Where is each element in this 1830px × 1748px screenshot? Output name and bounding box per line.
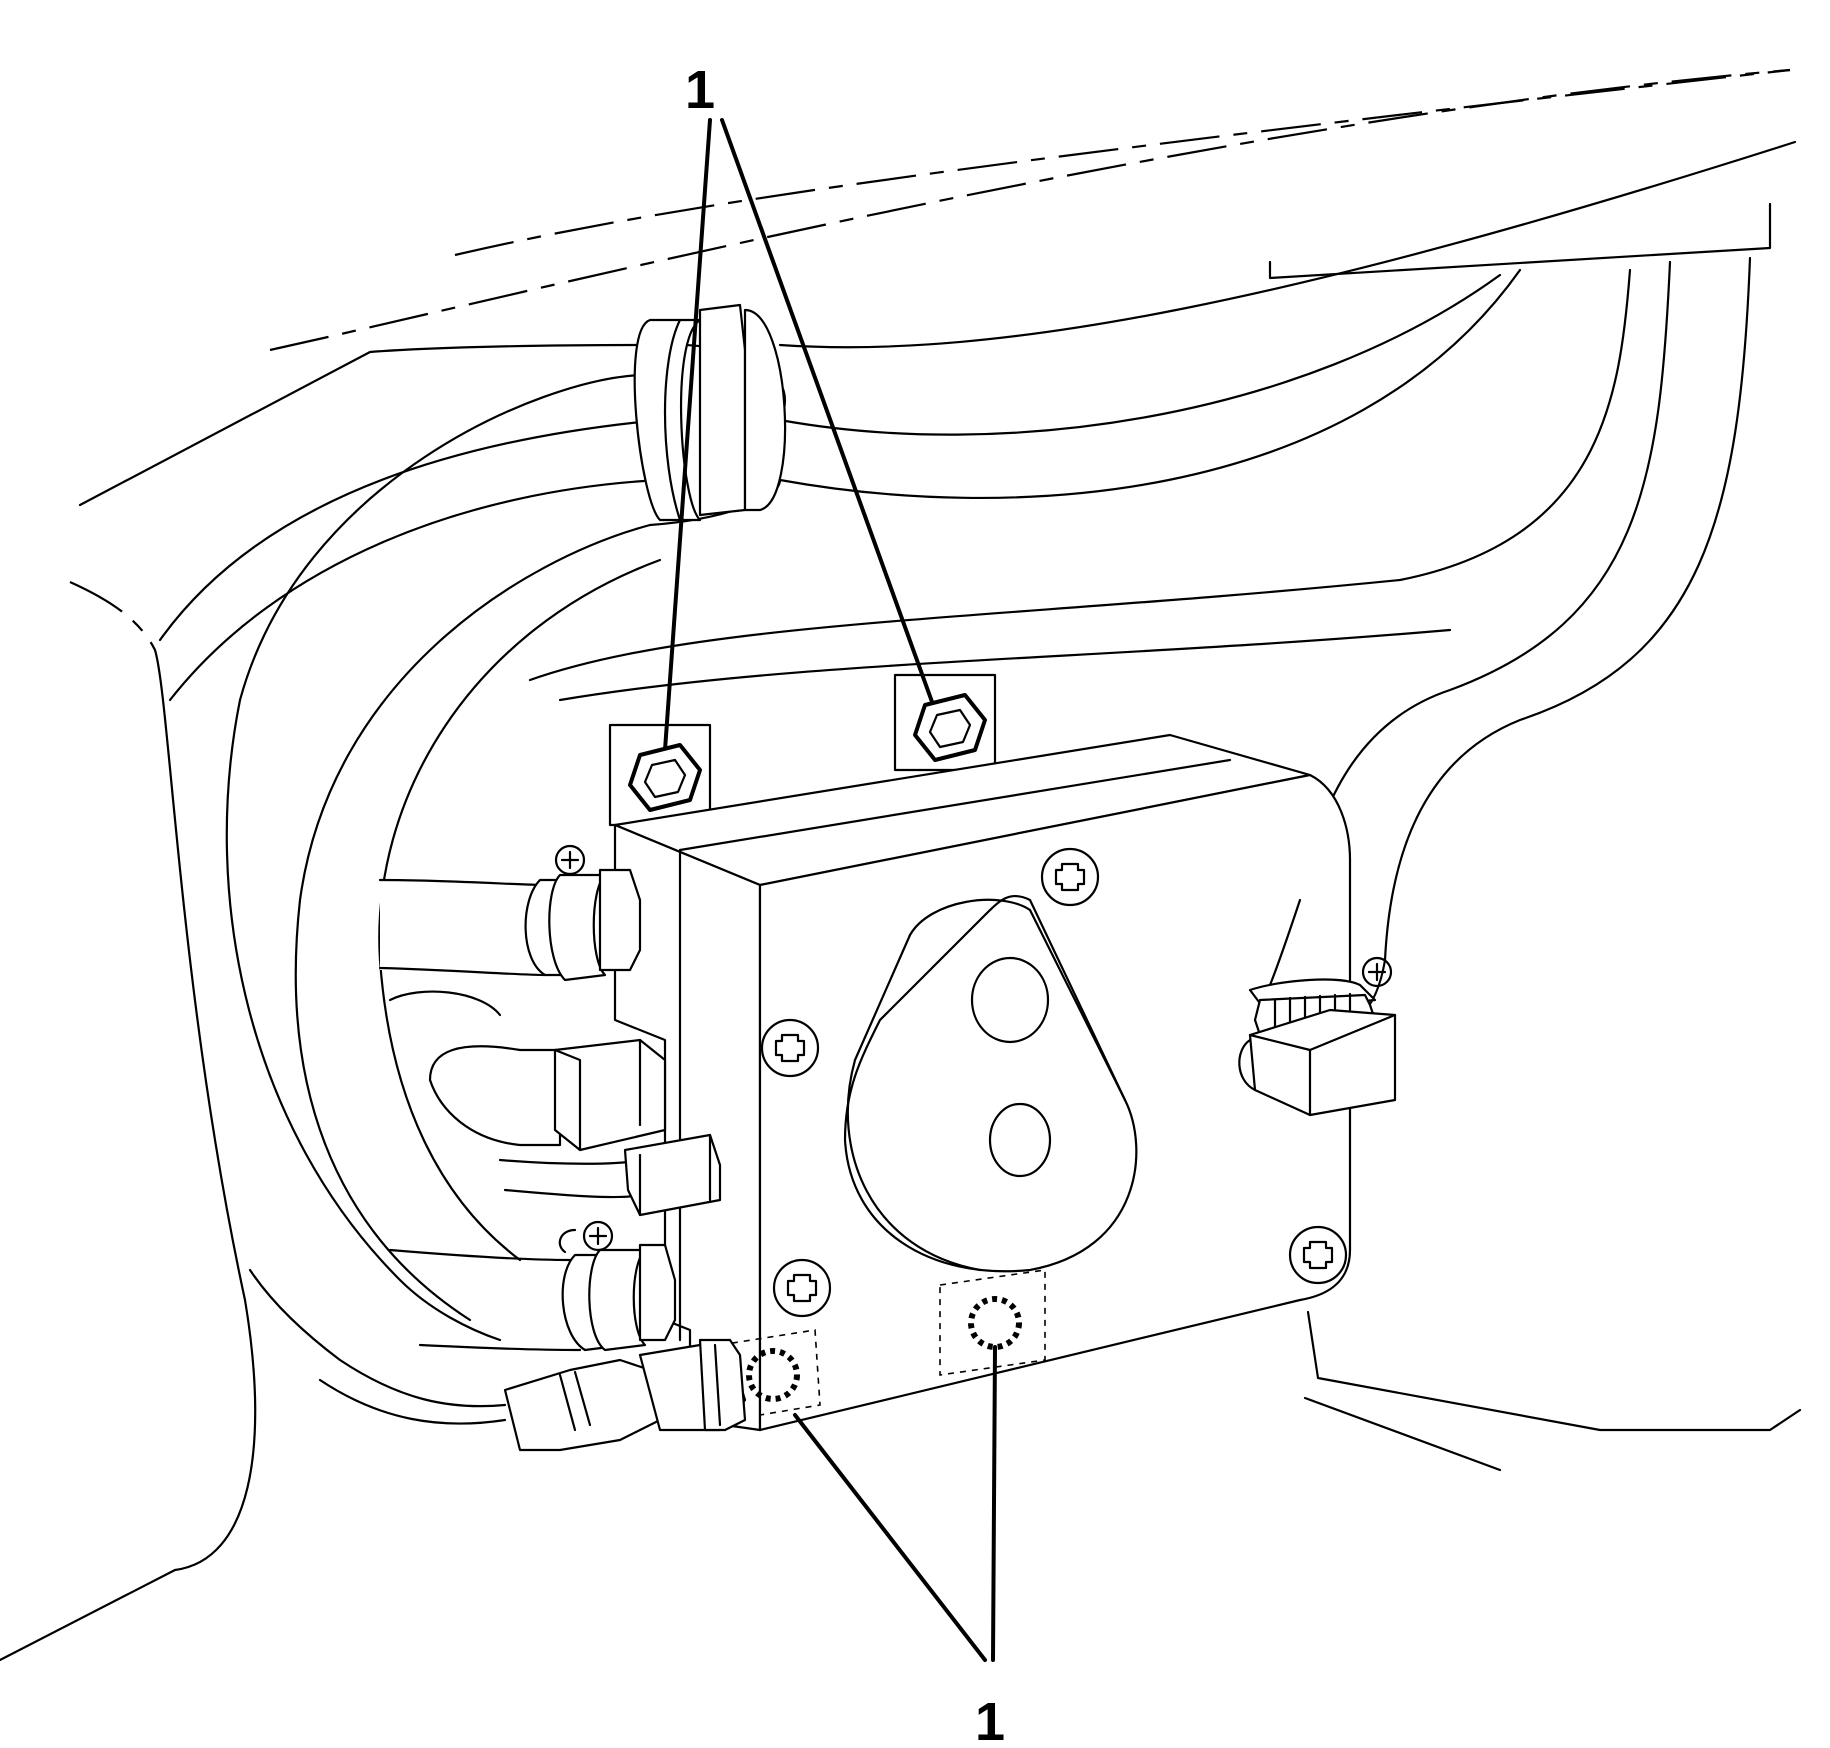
screw-bottom-left-icon <box>772 1258 832 1318</box>
screw-left-icon <box>760 1018 820 1078</box>
bracket-bolt-right-icon <box>913 693 987 762</box>
callout-label: 1 <box>975 1692 1005 1748</box>
lower-outlet-hose <box>388 1220 677 1352</box>
callout-1-bottom: 1 <box>793 1345 1005 1748</box>
firewall-grommet <box>633 303 787 522</box>
right-hose <box>1238 898 1397 1117</box>
hidden-mounting-screws <box>719 1269 1046 1416</box>
clamp-screw-upper-icon <box>554 844 586 876</box>
callout-label: 1 <box>685 60 715 120</box>
screw-bottom-right-icon <box>1288 1225 1348 1285</box>
bracket-bolt-left-icon <box>628 743 702 812</box>
clamp-screw-right-icon <box>1361 956 1393 988</box>
middle-return-hose <box>388 990 722 1217</box>
heater-control-valve-body <box>613 733 1352 1432</box>
electrical-connector <box>248 1268 747 1452</box>
upper-inlet-hose <box>378 844 642 982</box>
hidden-screw-right-icon <box>968 1296 1022 1350</box>
screw-top-right-icon <box>1040 847 1100 907</box>
clamp-screw-lower-icon <box>582 1220 614 1252</box>
body-panel-outline <box>0 68 1802 1662</box>
callout-1-top: 1 <box>661 60 942 780</box>
face-screws <box>760 847 1348 1318</box>
hidden-screw-left-icon <box>746 1348 800 1402</box>
actuator-flange <box>843 894 1138 1273</box>
